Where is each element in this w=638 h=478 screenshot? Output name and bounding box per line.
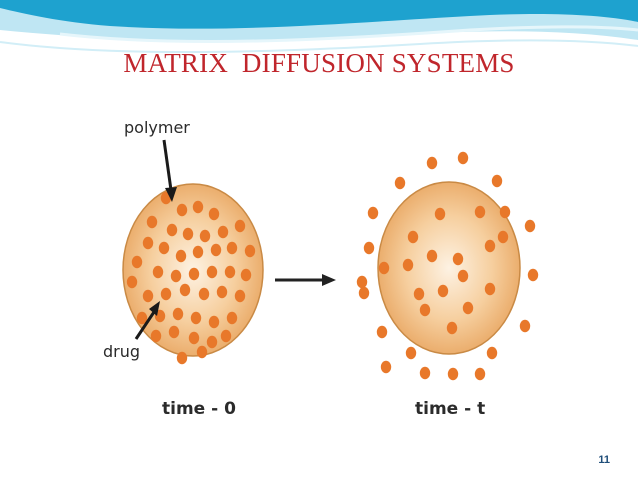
header-wave-dark	[0, 0, 638, 29]
time-arrow-head	[322, 274, 336, 286]
polymer-matrix-time-t	[377, 181, 521, 355]
time-t-drug-dot	[367, 206, 379, 220]
time-t-drug-dot	[519, 319, 531, 333]
time-0-drug-dot	[208, 315, 220, 329]
time-t-drug-dot	[484, 239, 496, 253]
time-t-drug-dot	[419, 366, 431, 380]
time-0-drug-dot	[206, 265, 218, 279]
time-0-drug-dot	[142, 236, 154, 250]
time-0-drug-dot	[146, 215, 158, 229]
time-0-drug-dot	[166, 223, 178, 237]
time-t-drug-dot	[394, 176, 406, 190]
time-t-drug-dot	[407, 230, 419, 244]
time-0-drug-dot	[226, 241, 238, 255]
time-t-drug-dot	[446, 321, 458, 335]
time-t-drug-dot	[447, 367, 459, 381]
header-wave-highlight	[59, 25, 638, 44]
time-t-drug-dot	[474, 205, 486, 219]
time-t-drug-dot	[413, 287, 425, 301]
time-t-drug-dot	[437, 284, 449, 298]
time-t-drug-dot	[356, 275, 368, 289]
time-t-drug-dot	[380, 360, 392, 374]
time-0-drug-dot	[176, 203, 188, 217]
time-0-drug-dot	[240, 268, 252, 282]
drug-pointer-head	[149, 301, 160, 316]
time-t-drug-dot	[524, 219, 536, 233]
time-0-drug-dot	[170, 269, 182, 283]
time-t-drug-dot	[484, 282, 496, 296]
time-0-drug-dot	[196, 345, 208, 359]
time-t-drug-dot	[419, 303, 431, 317]
time-t-drug-dot	[402, 258, 414, 272]
time-0-drug-dot	[198, 287, 210, 301]
label-polymer: polymer	[124, 118, 190, 137]
time-t-drug-dot	[434, 207, 446, 221]
drug-particles-time-0	[126, 191, 256, 365]
header-wave-stroke	[0, 39, 638, 54]
time-0-drug-dot	[192, 245, 204, 259]
time-t-drug-dot	[491, 174, 503, 188]
time-0-drug-dot	[188, 267, 200, 281]
polymer-pointer-head	[165, 187, 177, 202]
time-0-drug-dot	[234, 219, 246, 233]
time-t-drug-dot	[378, 261, 390, 275]
time-t-drug-dot	[499, 205, 511, 219]
label-drug: drug	[103, 342, 140, 361]
time-0-drug-dot	[224, 265, 236, 279]
time-0-drug-dot	[182, 227, 194, 241]
time-0-drug-dot	[192, 200, 204, 214]
time-0-drug-dot	[206, 335, 218, 349]
time-t-drug-dot	[363, 241, 375, 255]
time-t-drug-dot	[426, 156, 438, 170]
caption-time-0: time - 0	[162, 399, 236, 419]
time-0-drug-dot	[210, 243, 222, 257]
time-t-drug-dot	[457, 269, 469, 283]
time-0-drug-dot	[199, 229, 211, 243]
time-t-drug-dot	[358, 286, 370, 300]
time-t-drug-dot	[527, 268, 539, 282]
time-0-drug-dot	[220, 329, 232, 343]
time-t-drug-dot	[426, 249, 438, 263]
time-0-drug-dot	[176, 351, 188, 365]
time-0-drug-dot	[175, 249, 187, 263]
time-t-drug-dot	[457, 151, 469, 165]
time-0-drug-dot	[208, 207, 220, 221]
time-0-drug-dot	[216, 285, 228, 299]
header-wave-decoration	[0, 0, 638, 54]
time-0-drug-dot	[190, 311, 202, 325]
time-0-drug-dot	[168, 325, 180, 339]
time-0-drug-dot	[244, 244, 256, 258]
page-number: 11	[598, 454, 610, 466]
polymer-pointer-line	[162, 139, 173, 191]
time-t-drug-dot	[462, 301, 474, 315]
time-t-drug-dot	[376, 325, 388, 339]
time-0-drug-dot	[179, 283, 191, 297]
time-t-drug-dot	[405, 346, 417, 360]
time-0-drug-dot	[172, 307, 184, 321]
time-0-drug-dot	[226, 311, 238, 325]
drug-pointer-line	[134, 311, 156, 340]
time-0-drug-dot	[142, 289, 154, 303]
time-0-drug-dot	[152, 265, 164, 279]
drug-particles-time-t	[356, 151, 539, 381]
time-0-drug-dot	[158, 241, 170, 255]
time-0-drug-dot	[150, 329, 162, 343]
caption-time-t: time - t	[415, 399, 485, 419]
time-t-drug-dot	[486, 346, 498, 360]
time-0-drug-dot	[217, 225, 229, 239]
time-0-drug-dot	[126, 275, 138, 289]
time-0-drug-dot	[136, 311, 148, 325]
time-t-drug-dot	[452, 252, 464, 266]
time-0-drug-dot	[160, 287, 172, 301]
time-0-drug-dot	[188, 331, 200, 345]
time-t-drug-dot	[474, 367, 486, 381]
time-0-drug-dot	[234, 289, 246, 303]
time-t-drug-dot	[497, 230, 509, 244]
slide-title: MATRIX DIFFUSION SYSTEMS	[123, 48, 515, 78]
time-0-drug-dot	[131, 255, 143, 269]
